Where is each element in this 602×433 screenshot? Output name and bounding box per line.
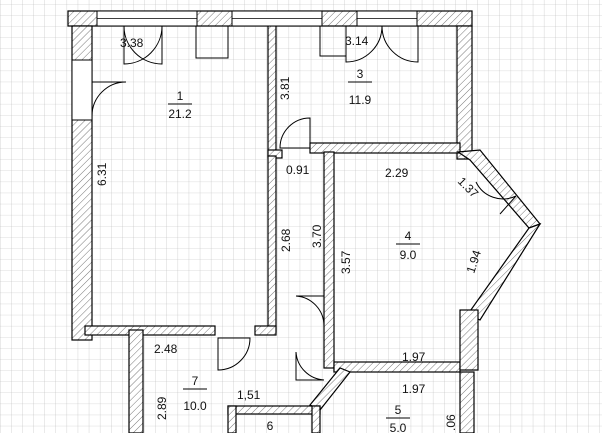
room-5-area: 5.0	[390, 421, 407, 433]
dim-1-94: 1.94	[464, 248, 485, 275]
dim-1-97-a: 1.97	[402, 350, 426, 364]
room-7-id: 7	[192, 374, 199, 388]
room-7-area: 10.0	[183, 399, 207, 413]
dim-1-51: 1,51	[237, 388, 261, 402]
dim-3-14: 3.14	[345, 34, 369, 48]
dim-2-48: 2.48	[154, 342, 178, 356]
room-1-area: 21.2	[168, 107, 192, 121]
dim-2-29: 2.29	[385, 166, 409, 180]
room-4-id: 4	[405, 229, 412, 243]
room-3-id: 3	[357, 67, 364, 81]
dimension-labels: 3.38 3.14 6.31 3.81 0.91 2.29 1.37 2.68 …	[95, 34, 484, 431]
dim-2-68: 2.68	[279, 228, 293, 252]
room-1-id: 1	[177, 89, 184, 103]
dim-0-91: 0.91	[286, 163, 310, 177]
room-3-area: 11.9	[349, 93, 372, 107]
room-4-area: 9.0	[400, 248, 417, 262]
dim-6-31: 6.31	[95, 162, 109, 186]
dim-06: .06	[444, 414, 458, 431]
dim-1-97-b: 1.97	[402, 382, 426, 396]
windows	[71, 10, 418, 121]
dim-3-38: 3.38	[120, 36, 144, 50]
dim-3-70: 3.70	[310, 224, 324, 248]
room-5-id: 5	[395, 403, 402, 417]
dim-2-89: 2.89	[155, 396, 169, 420]
room-6-id: 6	[267, 419, 274, 433]
room-labels: 1 21.2 3 11.9 4 9.0 7 10.0 5 5.0 6	[168, 67, 420, 433]
dim-3-81: 3.81	[278, 76, 292, 100]
dim-3-57: 3.57	[339, 250, 353, 274]
doors	[91, 25, 517, 381]
